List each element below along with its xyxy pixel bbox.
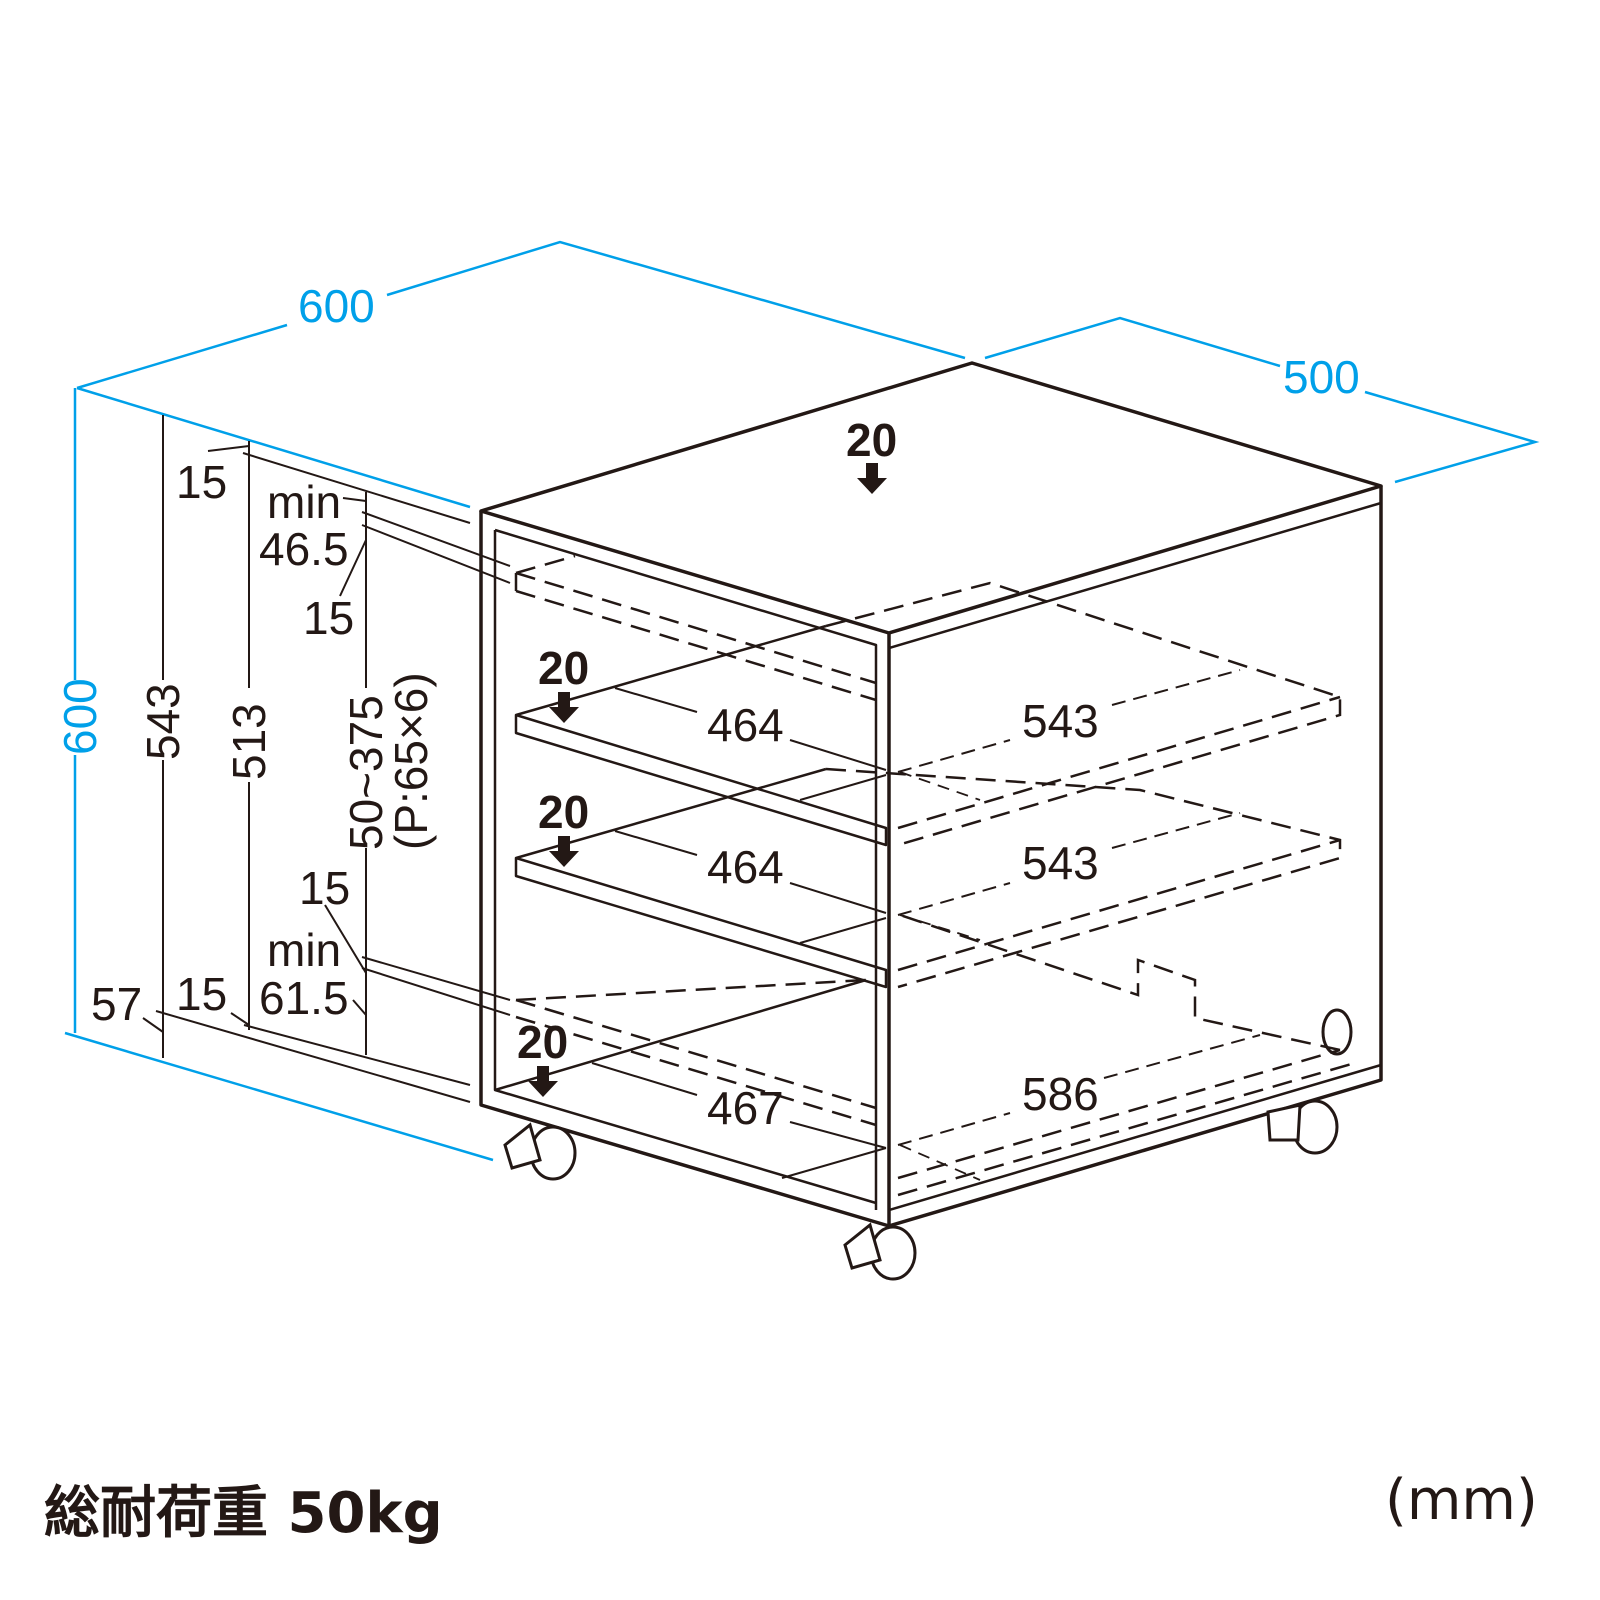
shelf1-width: 464 [707,699,784,751]
shelf2-depth: 543 [1022,837,1099,889]
caster-right [1266,1099,1339,1155]
top-min-label: min [267,476,341,528]
bottom-min-label: min [267,924,341,976]
bottom-board-thickness: 15 [176,968,227,1020]
total-load-label: 総耐荷重 50kg [44,1481,443,1546]
bottom-width: 467 [707,1082,784,1134]
top-load-label: 20 [846,414,897,466]
bottom-min-value: 61.5 [259,972,349,1024]
arrow-down-icon [857,463,887,494]
shelf2-load-label: 20 [538,786,589,838]
cable-hole [1321,1008,1353,1056]
load-arrows [528,463,887,1097]
overall-height-label: 600 [54,678,106,755]
shelf-thickness-top: 15 [303,592,354,644]
caster-front-left [503,1122,577,1181]
shelf1-load-label: 20 [538,642,589,694]
unit-label: (mm) [1385,1468,1538,1533]
overall-width-label: 600 [298,280,375,332]
shelf-thickness-bottom: 15 [299,862,350,914]
arrow-down-icon [528,1066,558,1097]
hidden-lines [514,554,1356,1197]
top-board-thickness: 15 [176,456,227,508]
cabinet-body [479,361,1383,1228]
caster-height: 57 [91,978,142,1030]
inner-dimension-lines [142,415,511,1103]
inner-height-543: 543 [137,683,189,760]
inner-height-513: 513 [223,703,275,780]
caster-front [843,1222,917,1281]
bottom-load-label: 20 [517,1016,568,1068]
overall-depth-label: 500 [1283,351,1360,403]
arrow-down-icon [549,692,579,723]
shelf2-width: 464 [707,841,784,893]
casters [503,1008,1353,1281]
overall-dimension-lines [64,240,1540,1162]
shelf-leader-lines [591,669,1261,1149]
shelf1-depth: 543 [1022,695,1099,747]
pitch-range-label: 50~375 [340,695,392,850]
top-min-value: 46.5 [259,523,349,575]
arrow-down-icon [549,836,579,867]
bottom-depth: 586 [1022,1068,1099,1120]
pitch-note-label: (P:65×6) [385,672,437,850]
